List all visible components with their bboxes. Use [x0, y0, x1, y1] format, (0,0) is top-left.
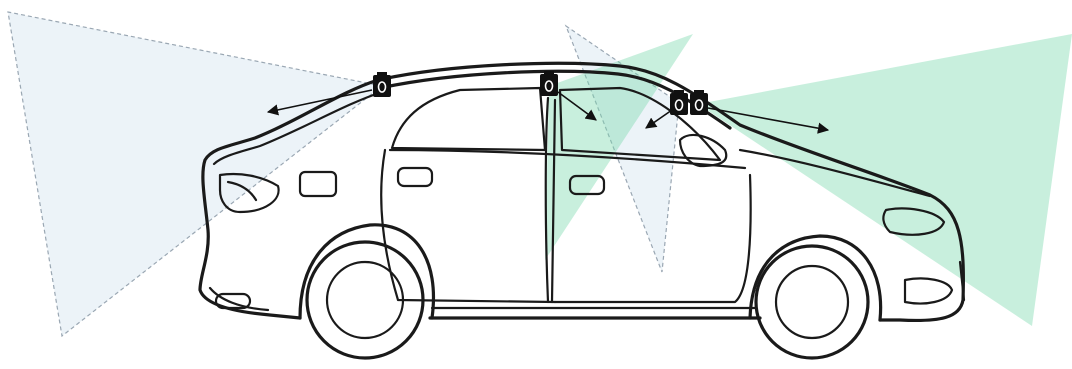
- front-left-camera-fov: [564, 24, 680, 273]
- front-left-camera-direction-arrow: [645, 109, 673, 129]
- front-right-camera-direction-arrow: [707, 107, 830, 134]
- rear-camera-direction-arrow: [266, 89, 373, 116]
- camera-icon: [670, 90, 688, 115]
- side-camera-fov: [545, 34, 693, 260]
- camera-icon: [540, 71, 558, 96]
- front-wheel: [754, 244, 870, 360]
- side-camera-direction-arrow: [557, 91, 597, 121]
- camera-icon: [690, 90, 708, 115]
- rear-camera-fov: [7, 11, 384, 338]
- front-right-camera-fov: [698, 34, 1072, 326]
- rear-wheel: [305, 240, 425, 360]
- camera-icon: [373, 72, 391, 97]
